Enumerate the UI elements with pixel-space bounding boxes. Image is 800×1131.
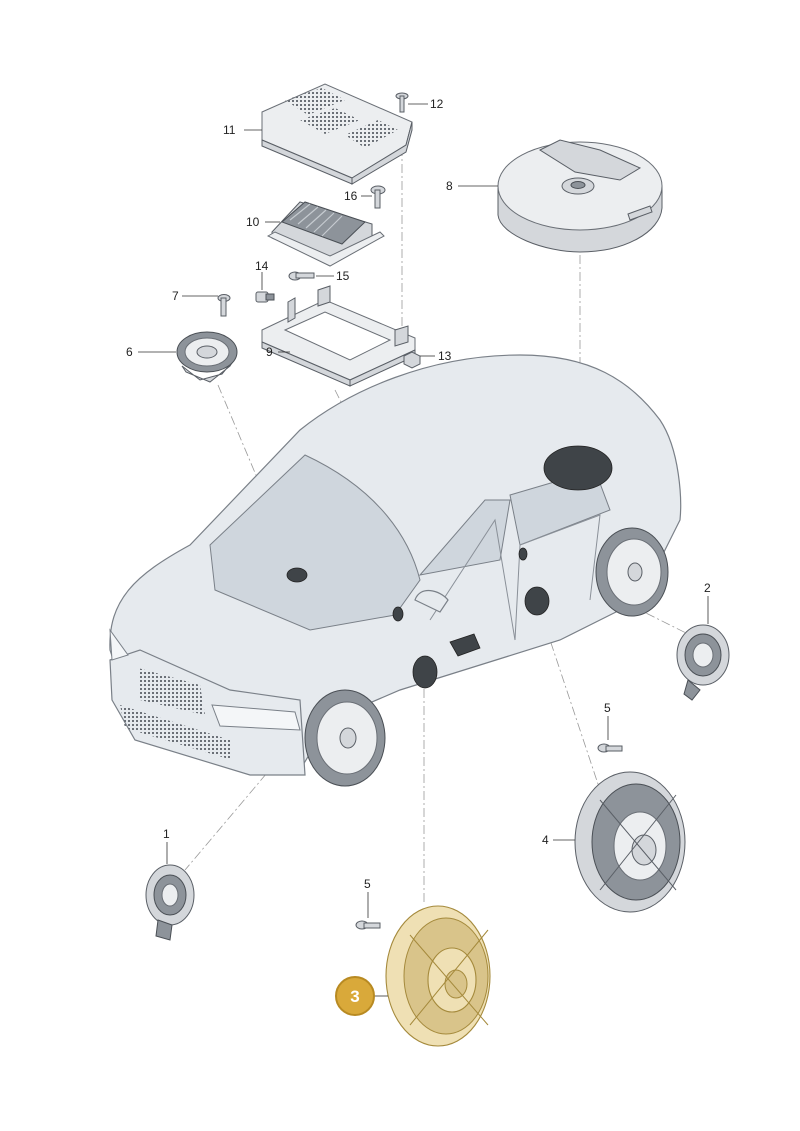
front-door-speaker-highlighted: [385, 905, 491, 1047]
callout-12: 12: [430, 97, 444, 111]
rear-door-speaker: [574, 771, 686, 913]
callout-7: 7: [172, 289, 179, 303]
amplifier-module: [266, 201, 385, 267]
subwoofer: [497, 139, 663, 253]
callout-8: 8: [446, 179, 453, 193]
clip-14: [255, 291, 275, 303]
callout-9: 9: [266, 345, 273, 359]
screw-5-front: [355, 920, 381, 930]
callout-6: 6: [126, 345, 133, 359]
callout-10: 10: [246, 215, 260, 229]
rear-door-tweeter: [676, 624, 730, 701]
front-door-tweeter: [145, 864, 195, 941]
callout-1: 1: [163, 827, 170, 841]
callout-16: 16: [344, 189, 358, 203]
amplifier-cover: [261, 83, 413, 185]
callout-5-front: 5: [364, 877, 371, 891]
callout-13: 13: [438, 349, 452, 363]
callout-4: 4: [542, 833, 549, 847]
screw-16: [370, 185, 386, 209]
car: [109, 354, 682, 787]
screw-12: [395, 92, 409, 113]
mounting-bracket: [261, 285, 416, 387]
highlight-badge[interactable]: 3: [335, 976, 375, 1016]
highlight-badge-label: 3: [350, 987, 359, 1006]
screw-5-rear: [597, 743, 623, 753]
callout-11: 11: [223, 123, 236, 137]
callout-5-rear: 5: [604, 701, 611, 715]
screw-15: [288, 271, 315, 281]
tweeter: [176, 331, 238, 383]
screw-7: [217, 294, 231, 317]
callout-14: 14: [255, 259, 269, 273]
callout-15: 15: [336, 269, 350, 283]
callout-labels: 11 12 16 10 14 15 7 6 9 13 8 2 5 4 1 5: [126, 97, 711, 891]
callout-2: 2: [704, 581, 711, 595]
nut-13: [403, 351, 421, 369]
callout-leaders: [138, 103, 709, 997]
